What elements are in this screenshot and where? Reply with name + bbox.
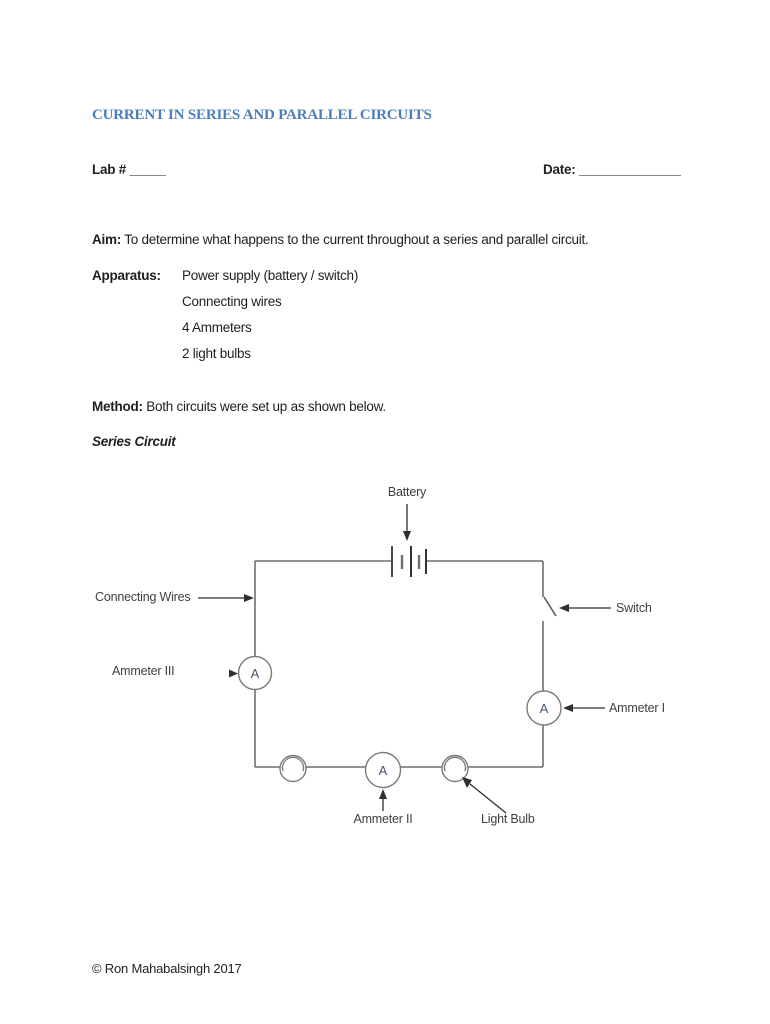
bulb-outer-circle: [279, 754, 307, 783]
switch-blade: [543, 596, 557, 617]
bulb-inner-arc: [443, 756, 467, 772]
bulb-outer-circle: [441, 754, 469, 783]
page-title: CURRENT IN SERIES AND PARALLEL CIRCUITS: [92, 107, 432, 123]
light-bulb-right-symbol: [441, 754, 469, 783]
aim-line: Aim: To determine what happens to the cu…: [92, 232, 589, 247]
switch-label: Switch: [616, 601, 652, 615]
ammeter-1-label: Ammeter I: [609, 701, 665, 715]
ammeter-2-circle: [364, 751, 402, 789]
light-bulb-left-symbol: [279, 754, 307, 783]
apparatus-item: 4 Ammeters: [182, 320, 252, 335]
circuit-wires: [254, 560, 544, 768]
apparatus-item: Connecting wires: [182, 294, 282, 309]
ammeter-3-letter: A: [251, 666, 260, 681]
ammeter-3-label: Ammeter III: [112, 664, 175, 678]
light-bulb-label: Light Bulb: [481, 812, 535, 826]
ammeter-2-label: Ammeter II: [353, 812, 413, 826]
series-circuit-diagram: A A A: [198, 504, 611, 814]
apparatus-item: 2 light bulbs: [182, 346, 251, 361]
aim-text: To determine what happens to the current…: [124, 232, 589, 247]
switch-arrowhead: [559, 604, 569, 612]
ammeter-2-arrowhead: [379, 789, 387, 799]
connecting-wires-label: Connecting Wires: [95, 590, 191, 604]
date-blank: Date: ______________: [543, 162, 681, 177]
apparatus-item: Power supply (battery / switch): [182, 268, 359, 283]
ammeter-1-arrowhead: [563, 704, 573, 712]
battery-label: Battery: [387, 485, 427, 499]
lab-number-blank: Lab # _____: [92, 162, 166, 177]
ammeter-3-symbol: A: [237, 655, 273, 691]
battery-arrowhead: [403, 531, 411, 541]
ammeter-3-circle: [237, 655, 273, 691]
method-text: Both circuits were set up as shown below…: [146, 399, 386, 414]
aim-label: Aim:: [92, 232, 121, 247]
ammeter-1-circle: [526, 690, 562, 726]
annotation-arrows: [198, 504, 611, 814]
ammeter-1-symbol: A: [526, 690, 562, 726]
battery-symbol: [391, 546, 427, 577]
light-bulb-arrow-line: [469, 783, 507, 814]
ammeter-1-letter: A: [540, 701, 549, 716]
connecting-wires-arrowhead: [244, 594, 254, 602]
bulb-inner-arc: [281, 756, 305, 772]
ammeter-3-arrowhead: [229, 669, 238, 678]
light-bulb-arrowhead: [462, 777, 472, 788]
series-circuit-heading: Series Circuit: [92, 434, 176, 449]
method-label: Method:: [92, 399, 143, 414]
copyright-notice: © Ron Mahabalsingh 2017: [92, 961, 242, 976]
method-line: Method: Both circuits were set up as sho…: [92, 399, 386, 414]
ammeter-2-letter: A: [379, 763, 388, 778]
ammeter-2-symbol: A: [364, 751, 402, 789]
apparatus-label: Apparatus:: [92, 268, 161, 283]
